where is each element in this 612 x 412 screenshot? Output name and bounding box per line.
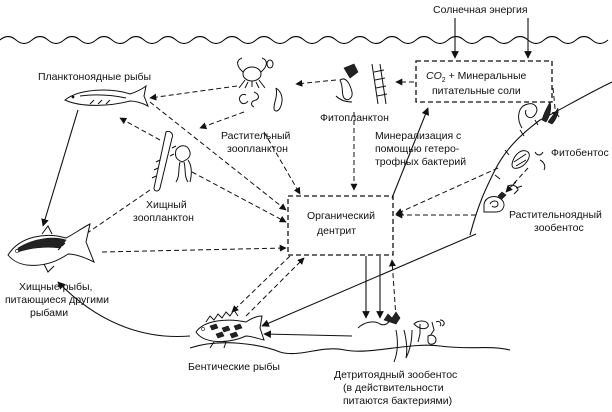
arrow-planktivores-to-predators [41, 109, 79, 227]
detritus-line2: дентрит [317, 225, 356, 237]
label-solar-energy: Солнечная энергия [433, 4, 528, 16]
arrow-zoobenthos-to-benthic-fish [261, 233, 477, 327]
benthic-fish-icon [195, 309, 265, 349]
label-herb-zooplankton-1: Растительный [221, 130, 291, 142]
label-predatory-fish-3: рыбами [30, 307, 68, 319]
label-detritivorous-2: (в действительности [343, 382, 444, 394]
arrow-detritus-to-nutrients [391, 107, 430, 199]
arrow-predzoo-to-detritus [191, 171, 287, 223]
label-phytobenthos: Фитобентос [551, 147, 609, 159]
predatory-zooplankton-icon [151, 131, 192, 192]
arrow-herbzoo-to-predzoo [199, 111, 245, 130]
nutrients-line2: питательные соли [432, 85, 521, 97]
label-phytoplankton: Фитопланктон [320, 112, 389, 124]
sea-floor-line [189, 342, 511, 355]
label-predatory-fish-1: Хищные рыбы, [19, 281, 92, 293]
arrow-detritivores-to-detritus [388, 259, 397, 319]
detritivorous-zoobenthos-icon [357, 311, 445, 363]
label-mineralization-3: трофных бактерий [375, 156, 466, 168]
label-planktivorous-fish: Планктоноядные рыбы [38, 71, 151, 83]
label-herb-zoobenthos-2: зообентос [534, 222, 584, 234]
arrow-detritivores-to-benthic-fish [263, 330, 353, 339]
arrow-predzoo-to-predators [79, 189, 151, 239]
arrow-predzoo-to-planktivores [119, 117, 161, 141]
shore-hatching [484, 111, 560, 205]
label-predatory-zooplankton-1: Хищный [146, 199, 187, 211]
label-benthic-fish: Бентические рыбы [188, 361, 280, 373]
arrow-phytobenthos-to-zoobenthos [505, 167, 529, 193]
phytobenthos-icon [511, 101, 559, 171]
label-herb-zooplankton-2: зоопланктон [227, 143, 288, 155]
water-surface-line [0, 35, 609, 45]
label-detritivorous-3: питаются бактериями) [343, 395, 452, 407]
shore-slope [469, 81, 612, 236]
label-predatory-fish-2: питающиеся другими [5, 294, 109, 306]
arrow-benthic-fish-to-detritus [245, 257, 305, 317]
label-mineralization-2: помощью гетеро- [375, 143, 460, 155]
nutrients-box [415, 60, 553, 103]
arrow-predators-to-detritus [101, 244, 287, 253]
arrow-phytobenthos-to-detritus [395, 167, 499, 215]
arrow-benthic-to-predators [57, 281, 191, 338]
phytoplankton-icon [335, 63, 388, 105]
arrow-zooplankton-to-planktivores [149, 85, 238, 101]
label-mineralization-1: Минерализация с [375, 130, 461, 142]
arrow-detritus-to-benthic-fish [231, 255, 291, 313]
label-predatory-zooplankton-2: зоопланктон [133, 212, 194, 224]
predatory-fish-icon [7, 223, 95, 273]
label-herb-zoobenthos-1: Растительноядный [509, 209, 602, 221]
arrow-planktivores-to-detritus [149, 101, 287, 211]
herbivorous-zooplankton-icon [237, 57, 283, 112]
arrow-herbzoo-to-detritus [263, 131, 301, 195]
herbivorous-zoobenthos-icon [483, 181, 523, 213]
detritus-box [287, 195, 394, 256]
detritus-line1: Органический [307, 210, 375, 222]
planktivorous-fish-icon [64, 84, 149, 108]
arrow-phyto-to-zooplankton [295, 79, 337, 87]
nutrients-line1: CO2 + Минеральные [426, 70, 526, 84]
label-detritivorous-1: Детритоядный зообентос [334, 369, 457, 381]
